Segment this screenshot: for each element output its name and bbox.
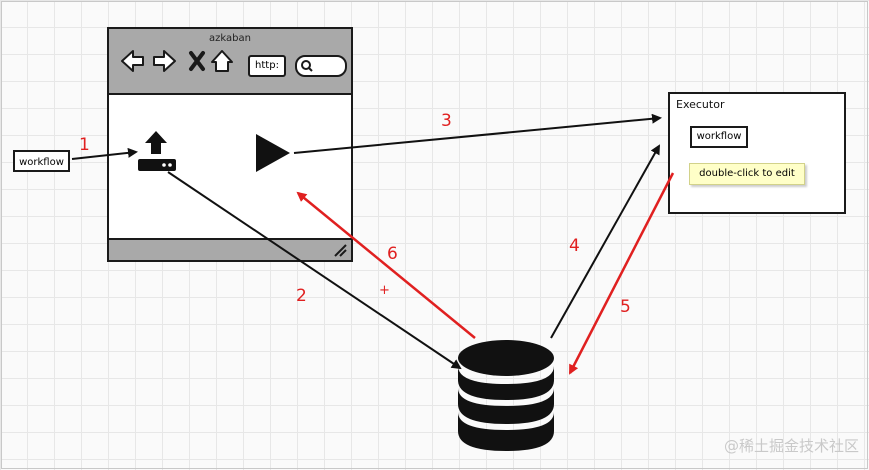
arrow-1 (71, 147, 138, 160)
arrow-4 (550, 144, 660, 339)
database-icon (458, 340, 554, 451)
arrow-4-label: 4 (569, 236, 580, 256)
arrow-2 (167, 171, 462, 370)
toolbar-icons (121, 50, 233, 72)
watermark: @稀土掘金技术社区 (723, 437, 859, 455)
upload-icon[interactable] (138, 131, 176, 171)
arrow-6-label: 6 (387, 244, 398, 264)
arrow-1-label: 1 (79, 135, 90, 155)
back-arrow-icon[interactable] (121, 50, 144, 72)
search-field[interactable] (295, 55, 347, 77)
plus-mark: + (379, 283, 390, 298)
close-icon[interactable] (189, 51, 205, 71)
arrow-3-label: 3 (441, 111, 452, 131)
home-icon[interactable] (211, 50, 233, 72)
executor-workflow-box: workflow (690, 126, 748, 148)
arrow-5-label: 5 (620, 297, 631, 317)
play-icon[interactable] (256, 134, 290, 172)
forward-arrow-icon[interactable] (153, 50, 176, 72)
search-icon (301, 60, 313, 72)
arrow-5 (568, 172, 675, 375)
address-bar[interactable]: http: (248, 55, 286, 77)
resize-grip-icon[interactable] (333, 243, 347, 257)
workflow-box: workflow (13, 150, 70, 172)
browser-title: azkaban (209, 33, 251, 44)
executor-panel: Executor workflow double-click to edit (668, 92, 846, 214)
arrow-2-label: 2 (296, 286, 307, 306)
browser-toolbar: azkaban http: (109, 29, 351, 95)
arrow-6 (296, 191, 476, 339)
arrow-3 (293, 113, 662, 154)
edit-tooltip: double-click to edit (689, 163, 805, 185)
executor-title: Executor (676, 98, 725, 111)
